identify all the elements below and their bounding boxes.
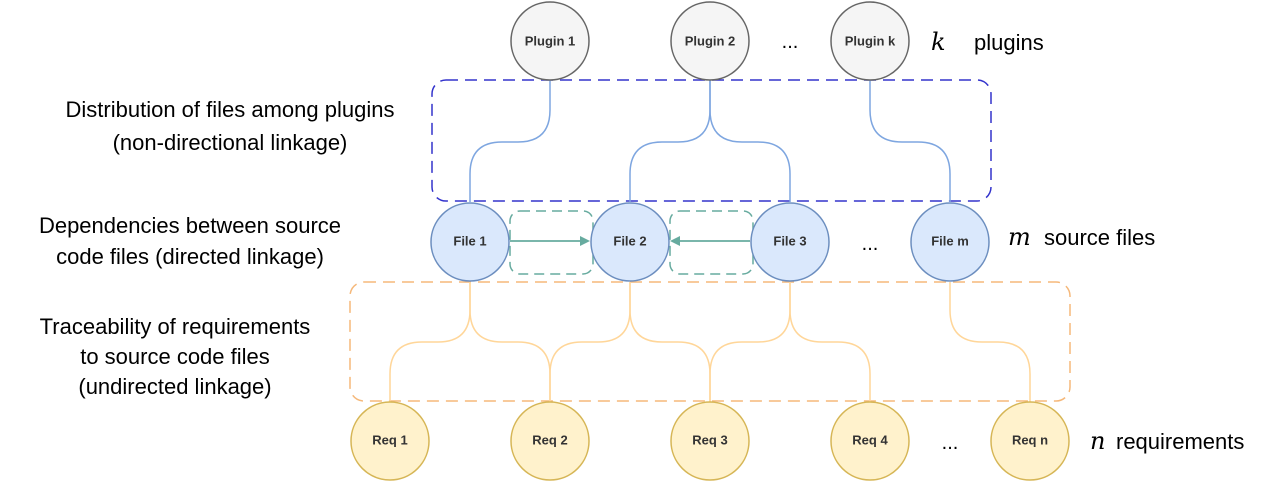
req-node-n: Req n xyxy=(990,401,1070,481)
plugins-ellipsis: ... xyxy=(782,31,799,53)
link-file2-req2 xyxy=(549,282,631,402)
trace-links xyxy=(389,282,1031,402)
req-node-2: Req 2 xyxy=(510,401,590,481)
req-node-4: Req 4 xyxy=(830,401,910,481)
file-node-1-label: File 1 xyxy=(453,233,486,248)
traceability-annotation: Traceability of requirements to source c… xyxy=(40,314,311,399)
traceability-annotation-line-3: (undirected linkage) xyxy=(78,374,271,399)
distribution-annotation-line-1: Distribution of files among plugins xyxy=(66,97,395,122)
plugin-node-1: Plugin 1 xyxy=(510,1,590,81)
file-node-3: File 3 xyxy=(750,202,830,282)
dependency-box-file1-file2 xyxy=(509,210,594,275)
file-node-3-label: File 3 xyxy=(773,233,806,248)
file-node-m: File m xyxy=(910,202,990,282)
distribution-group-box xyxy=(431,79,992,202)
traceability-group-box xyxy=(349,281,1071,402)
dependencies-annotation-line-1: Dependencies between source xyxy=(39,213,341,238)
requirements-count-symbol: n xyxy=(1090,427,1105,455)
requirements-count-label: requirements xyxy=(1116,429,1244,454)
link-pluginK-fileM xyxy=(869,80,951,202)
link-file3-req4 xyxy=(789,282,871,402)
link-plugin2-file2 xyxy=(629,80,711,202)
files-count-label: source files xyxy=(1044,225,1155,250)
req-node-3: Req 3 xyxy=(670,401,750,481)
distribution-annotation: Distribution of files among plugins (non… xyxy=(66,97,395,155)
plugin-node-k-label: Plugin k xyxy=(845,33,896,48)
dependency-box-file3-file2 xyxy=(669,210,754,275)
plugin-node-1-label: Plugin 1 xyxy=(525,33,576,48)
file-node-2-label: File 2 xyxy=(613,233,646,248)
files-count-symbol: m xyxy=(1008,223,1031,251)
link-file2-req3 xyxy=(629,282,711,402)
link-file3-req3 xyxy=(709,282,791,402)
file-node-2: File 2 xyxy=(590,202,670,282)
plugins-count-label: plugins xyxy=(974,30,1044,55)
plugin-node-2: Plugin 2 xyxy=(670,1,750,81)
link-fileM-reqN xyxy=(949,282,1031,402)
traceability-annotation-line-1: Traceability of requirements xyxy=(40,314,311,339)
req-node-n-label: Req n xyxy=(1012,432,1048,447)
traceability-annotation-line-2: to source code files xyxy=(80,344,270,369)
plugin-node-k: Plugin k xyxy=(830,1,910,81)
link-plugin1-file1 xyxy=(469,80,551,202)
req-node-3-label: Req 3 xyxy=(692,432,727,447)
req-node-4-label: Req 4 xyxy=(852,432,888,447)
requirements-ellipsis: ... xyxy=(942,432,959,454)
file-node-1: File 1 xyxy=(430,202,510,282)
file-node-m-label: File m xyxy=(931,233,969,248)
plugin-file-links xyxy=(469,80,951,202)
files-ellipsis: ... xyxy=(862,233,879,255)
req-node-2-label: Req 2 xyxy=(532,432,567,447)
link-plugin2-file3 xyxy=(709,80,791,202)
dependencies-annotation-line-2: code files (directed linkage) xyxy=(56,244,324,269)
plugin-node-2-label: Plugin 2 xyxy=(685,33,736,48)
link-file1-req1 xyxy=(389,282,471,402)
req-node-1-label: Req 1 xyxy=(372,432,407,447)
plugins-count-symbol: k xyxy=(931,28,946,56)
link-file1-req2 xyxy=(469,282,551,402)
distribution-annotation-line-2: (non-directional linkage) xyxy=(113,130,348,155)
dependencies-annotation: Dependencies between source code files (… xyxy=(39,213,341,269)
req-node-1: Req 1 xyxy=(350,401,430,481)
